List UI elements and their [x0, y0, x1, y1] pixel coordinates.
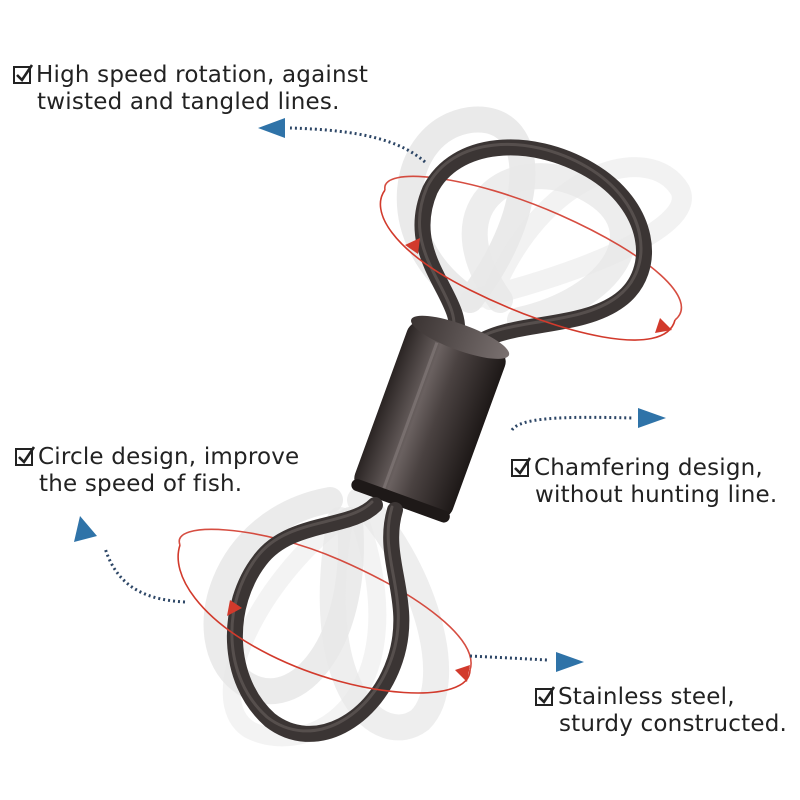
pointer-dotted-line [469, 654, 549, 662]
pointer-dotted-line [289, 126, 426, 164]
feature-rotation: High speed rotation, against twisted and… [12, 62, 368, 116]
swivel-barrel [351, 315, 510, 523]
feature-circle-design-line2: the speed of fish. [39, 471, 243, 497]
feature-rotation-line1: High speed rotation, against [36, 62, 369, 88]
upper-orbit-front [379, 189, 676, 341]
triangle-arrow-icon [258, 118, 285, 138]
upper-orbit-back [384, 175, 683, 321]
pointer-dotted-line [103, 547, 186, 604]
feature-rotation-line2: twisted and tangled lines. [37, 89, 340, 115]
feature-stainless-steel-line2: sturdy constructed. [559, 711, 788, 737]
pointer-dotted-line [510, 415, 633, 432]
checkbox-check-icon [15, 446, 36, 466]
rotation-arrow-icon [455, 665, 470, 682]
rotation-arrow-icon [405, 238, 420, 254]
checkbox-check-icon [13, 64, 34, 84]
triangle-arrow-icon [74, 516, 97, 542]
lower-orbit-front [177, 544, 471, 694]
feature-circle-design: Circle design, improve the speed of fish… [14, 444, 299, 498]
feature-chamfering-line1: Chamfering design, [534, 455, 763, 481]
triangle-arrow-icon [638, 408, 666, 428]
rotation-arrow-icon [655, 318, 672, 333]
feature-circle-design-line1: Circle design, improve [38, 444, 300, 470]
triangle-arrow-icon [556, 652, 584, 672]
checkbox-check-icon [511, 457, 532, 477]
motion-blur-rings [203, 106, 692, 747]
feature-chamfering-line2: without hunting line. [535, 482, 778, 508]
feature-chamfering: Chamfering design, without hunting line. [510, 455, 777, 509]
checkbox-check-icon [535, 686, 556, 706]
lower-orbit-back [178, 528, 472, 671]
rotation-arrow-icon [227, 600, 242, 616]
feature-stainless-steel-line1: Stainless steel, [558, 684, 735, 710]
feature-stainless-steel: Stainless steel, sturdy constructed. [534, 684, 787, 738]
